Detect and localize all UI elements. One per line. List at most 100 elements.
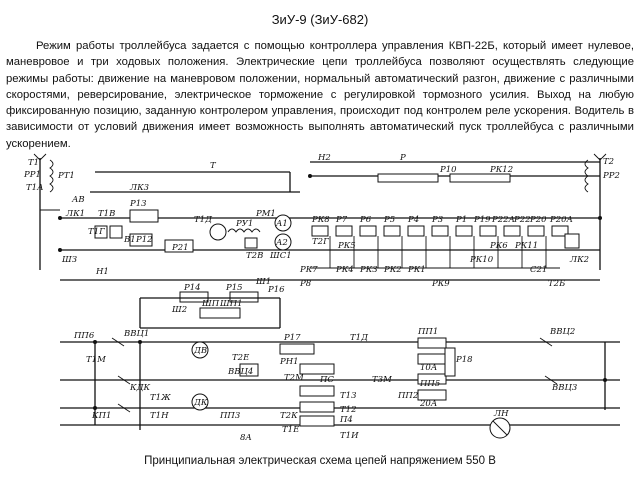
label-pp5: ПП5 — [419, 379, 440, 389]
label-pp1: РР1 — [23, 170, 41, 180]
label-t1b: Т1В — [98, 209, 115, 219]
label-vvc1: ВВЦ1 — [123, 329, 149, 339]
label-t1m: Т1М — [86, 355, 106, 365]
label-pk12: РК12 — [489, 165, 513, 175]
label-p17: Р17 — [283, 333, 301, 343]
label-t1d: Т1Д — [194, 215, 213, 225]
label-ps: ПС — [319, 375, 334, 385]
label-p22: Р22 — [513, 215, 531, 225]
label-pk11: РК11 — [514, 241, 538, 251]
label-pp2: РР2 — [602, 171, 620, 181]
label-t2: Т2 — [603, 157, 614, 167]
label-pk3: РК3 — [359, 265, 378, 275]
description-paragraph: Режим работы троллейбуса задается с помо… — [6, 40, 634, 150]
label-t13: Т13 — [340, 391, 357, 401]
motor-a1 — [274, 214, 292, 232]
label-t2g: Т2Г — [312, 237, 329, 247]
label-pk6: РК6 — [489, 241, 508, 251]
label-dv: ДВ — [193, 346, 207, 356]
label-pk4: РК4 — [335, 265, 354, 275]
label-pk10: РК10 — [469, 255, 494, 265]
label-t: Т — [210, 161, 217, 171]
label-vvc2: ВВЦ2 — [549, 327, 575, 337]
label-p15: Р15 — [225, 283, 243, 293]
label-pm1: РМ1 — [255, 209, 276, 219]
label-t2b: Т2В — [246, 251, 263, 261]
label-h1: Н1 — [95, 267, 109, 277]
label-t12: Т12 — [340, 405, 357, 415]
label-lk3: ЛК3 — [129, 183, 149, 193]
label-pk2: РК2 — [383, 265, 402, 275]
label-pk5: РК5 — [337, 241, 356, 251]
label-lk2: ЛК2 — [569, 255, 589, 265]
label-sh1: Ш1 — [255, 277, 271, 287]
label-p18: Р18 — [455, 355, 473, 365]
label-p6: Р6 — [359, 215, 372, 225]
label-shp1: ШП1 — [219, 299, 243, 309]
label-t2m: Т2М — [284, 373, 304, 383]
label-t1e: Т1Е — [282, 425, 300, 435]
label-pt1: РТ1 — [57, 171, 75, 181]
resistor-ladder — [311, 225, 580, 249]
label-t1d2: Т1Д — [350, 333, 369, 343]
label-ab: АВ — [71, 195, 85, 205]
label-t1i: Т1И — [340, 431, 359, 441]
label-t2k: Т2К — [280, 411, 298, 421]
label-p4b: П4 — [339, 415, 353, 425]
label-pp6: ПП6 — [73, 331, 95, 341]
label-c21: С21 — [530, 265, 547, 275]
label-a1: А1 — [275, 219, 288, 229]
label-dk: ДК — [193, 398, 208, 408]
label-p7: Р7 — [335, 215, 348, 225]
label-a2: А2 — [275, 238, 288, 248]
label-t1n: Т1Н — [150, 411, 169, 421]
page-title: ЗиУ-9 (ЗиУ-682) — [271, 12, 369, 27]
resistor-p13 — [129, 209, 159, 223]
label-p21: Р21 — [171, 243, 189, 253]
label-p4: Р4 — [407, 215, 419, 225]
label-p22a: Р22А — [491, 215, 515, 225]
label-t1a: Т1А — [26, 183, 44, 193]
circuit-schematic: Т1 РР1 Т1А РТ1 АВ ЛК1 Т1В Т1Г Р13 ЛК3 Т … — [23, 153, 620, 443]
label-ph1: РН1 — [279, 357, 299, 367]
label-p14: Р14 — [183, 283, 201, 293]
label-p: Р — [399, 153, 406, 163]
label-p10: Р10 — [439, 165, 457, 175]
label-shs1: ШС1 — [269, 251, 292, 261]
motor-td — [209, 223, 227, 241]
label-p20: Р20 — [529, 215, 547, 225]
label-t2v: Т2Б — [548, 279, 566, 289]
label-ln: ЛН — [493, 409, 509, 419]
label-h2: Н2 — [317, 153, 331, 163]
label-p1: Р1 — [455, 215, 467, 225]
label-t1g: Т1Г — [88, 227, 105, 237]
label-kp1: КП1 — [91, 411, 111, 421]
label-pk7: РК7 — [299, 265, 318, 275]
label-vvc4: ВВЦ4 — [227, 367, 253, 377]
label-pp1b: ПП1 — [417, 327, 438, 337]
label-p13: Р13 — [129, 199, 147, 209]
label-lk1: ЛК1 — [65, 209, 85, 219]
label-pk8: РК8 — [311, 215, 330, 225]
motor-dk — [191, 393, 209, 411]
label-t1: Т1 — [28, 158, 39, 168]
label-py1: РУ1 — [235, 219, 253, 229]
label-pp3: ПП3 — [219, 411, 240, 421]
schematic-labels: Т1 РР1 Т1А РТ1 АВ ЛК1 Т1В Т1Г Р13 ЛК3 Т … — [23, 153, 620, 443]
label-sh2: Ш2 — [171, 305, 187, 315]
motor-dv — [191, 341, 209, 359]
label-t3m: Т3М — [372, 375, 392, 385]
schematic-caption: Принципиальная электрическая схема цепей… — [144, 455, 496, 467]
label-p3: Р3 — [431, 215, 443, 225]
label-kdk: КДК — [129, 383, 150, 393]
label-t1zh: Т1Ж — [150, 393, 171, 403]
label-t2e: Т2Е — [232, 353, 250, 363]
resistor-p12 — [129, 233, 153, 247]
label-p5: Р5 — [383, 215, 395, 225]
label-p20a: Р20А — [549, 215, 573, 225]
motor-a2 — [274, 233, 292, 251]
label-p19: Р19 — [473, 215, 491, 225]
label-shz: ШЗ — [61, 255, 77, 265]
label-a8: 8А — [240, 433, 252, 443]
left-current-collector — [33, 153, 60, 270]
